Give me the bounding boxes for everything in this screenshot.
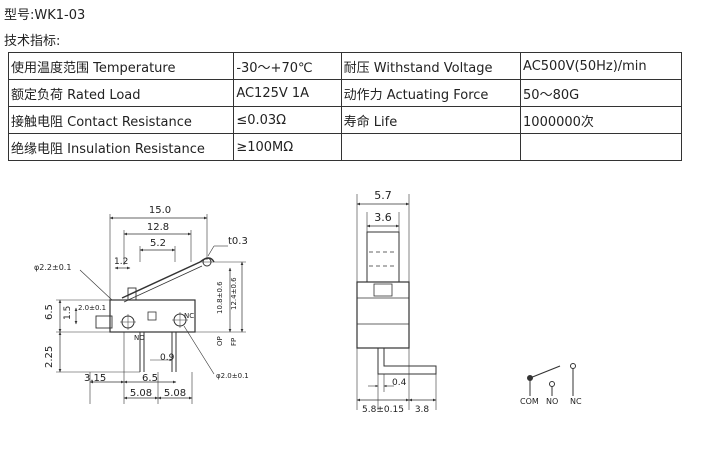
dim-label: 2.0±0.1 xyxy=(78,304,106,312)
table-row: 额定负荷 Rated Load AC125V 1A 动作力 Actuating … xyxy=(7,79,682,107)
dim-label: φ2.2±0.1 xyxy=(34,263,71,272)
tech-spec-title: 技术指标: xyxy=(4,34,61,49)
dim-label: 5.08 xyxy=(164,388,186,399)
table-row: 使用温度范围 Temperature -30～+70℃ 耐压 Withstand… xyxy=(7,52,682,80)
schematic-no-label: NO xyxy=(546,397,558,406)
dim-label: t0.3 xyxy=(228,236,248,247)
spec-value: AC500V(50Hz)/min xyxy=(520,52,682,80)
model-number: 型号:WK1-03 xyxy=(4,8,86,23)
dim-label: 3.8 xyxy=(415,405,430,415)
spec-label: 绝缘电阻 Insulation Resistance xyxy=(7,133,235,161)
front-view xyxy=(56,214,246,404)
dim-label: 5.2 xyxy=(150,238,166,249)
dim-label: 6.5 xyxy=(142,373,158,384)
dim-label: 3.15 xyxy=(84,373,106,384)
table-row: 绝缘电阻 Insulation Resistance ≥100MΩ xyxy=(7,133,682,161)
schematic-com-label: COM xyxy=(520,397,539,406)
spec-label: 额定负荷 Rated Load xyxy=(7,79,235,107)
side-view xyxy=(356,194,437,410)
dim-label: FP xyxy=(230,338,238,346)
terminal-nc-label: NC xyxy=(184,312,194,320)
dim-label: 1.5 xyxy=(63,306,73,320)
dim-label: 0.9 xyxy=(160,353,175,363)
spec-label: 动作力 Actuating Force xyxy=(340,79,522,107)
dim-label: 2.25 xyxy=(44,346,55,368)
spec-value: ≤0.03Ω xyxy=(233,106,342,134)
switch-schematic xyxy=(527,363,576,396)
terminal-no-label: NO xyxy=(134,334,145,342)
spec-value: AC125V 1A xyxy=(233,79,342,107)
dim-label: OP xyxy=(216,336,224,346)
spec-value: 50～80G xyxy=(520,79,682,107)
dim-label: 10.8±0.6 xyxy=(216,281,224,314)
spec-label xyxy=(340,133,522,161)
dim-label: 6.5 xyxy=(44,304,55,320)
dim-label: 15.0 xyxy=(149,205,171,216)
dim-label: 3.6 xyxy=(374,211,392,224)
spec-value xyxy=(520,133,682,161)
dim-label: φ2.0±0.1 xyxy=(216,372,249,380)
spec-label: 使用温度范围 Temperature xyxy=(7,52,235,80)
spec-label: 耐压 Withstand Voltage xyxy=(340,52,522,80)
dim-label: 1.2 xyxy=(114,257,128,267)
dim-label: 12.8 xyxy=(147,222,169,233)
spec-table: 使用温度范围 Temperature -30～+70℃ 耐压 Withstand… xyxy=(7,52,682,161)
dim-label: 5.8±0.15 xyxy=(362,405,404,415)
schematic-nc-label: NC xyxy=(570,397,582,406)
dim-label: 12.4±0.6 xyxy=(230,277,238,310)
dim-label: 5.7 xyxy=(374,189,392,202)
dim-label: 0.4 xyxy=(392,378,407,388)
spec-value: ≥100MΩ xyxy=(233,133,342,161)
dim-label: 5.08 xyxy=(130,388,152,399)
